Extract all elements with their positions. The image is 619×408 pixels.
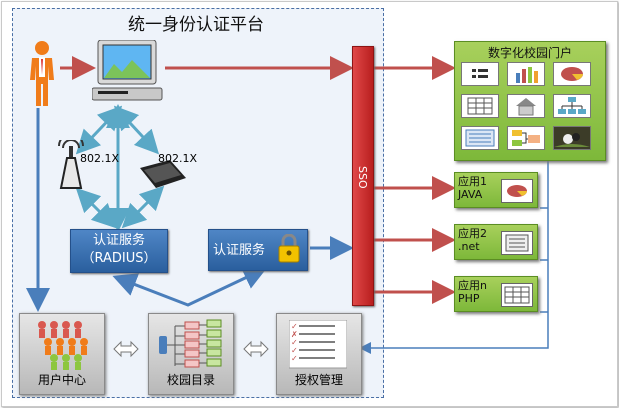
switch-8021x-label: 802.1X	[158, 152, 198, 165]
pc-to-switch-link	[113, 105, 160, 155]
auth-service-label: 认证服务	[213, 243, 266, 258]
computer-icon	[92, 40, 163, 101]
app-document-icon	[501, 231, 533, 255]
portal-tile-list-icon	[461, 62, 499, 86]
wireless-ap-icon	[58, 140, 84, 189]
user-center-box: 用户中心	[19, 313, 105, 395]
sso-bar	[352, 46, 374, 306]
portal-tile-photo-icon	[553, 126, 591, 150]
app-pie-chart-icon	[501, 179, 533, 203]
sso-label: SSO	[356, 165, 369, 189]
portal-title: 数字化校园门户	[487, 46, 572, 60]
svg-text:✓: ✓	[291, 338, 298, 347]
app-2-text: 应用2.net	[458, 227, 487, 253]
ap-to-radius-link	[75, 187, 117, 229]
portal-tile-house-icon	[507, 94, 545, 118]
app-table-icon	[501, 283, 533, 307]
svg-text:✓: ✓	[291, 354, 298, 363]
directory-tree-icon	[159, 319, 222, 368]
radius-label: （RADIUS）	[81, 251, 157, 266]
campus-directory-label: 校园目录	[166, 373, 215, 387]
checklist-icon: ✓✗✓✓✓	[289, 320, 347, 369]
sync-arrows-icon	[243, 340, 269, 358]
directory-to-auth-arrows	[112, 266, 268, 307]
portal-tile-form-icon	[461, 126, 499, 150]
campus-directory-box: 校园目录	[148, 313, 234, 395]
switch-to-radius-link	[121, 185, 165, 229]
ap-8021x-label: 802.1X	[80, 152, 120, 165]
portal-tile-flow-icon	[507, 126, 545, 150]
platform-title: 统一身份认证平台	[128, 15, 264, 35]
svg-text:✓: ✓	[291, 322, 298, 331]
network-switch-icon	[140, 160, 186, 188]
digital-campus-portal: 数字化校园门户	[454, 41, 606, 161]
portal-tile-pie-chart-icon	[553, 62, 591, 86]
portal-tile-org-chart-icon	[553, 94, 591, 118]
user-group-icon	[38, 321, 88, 370]
authorization-box: ✓✗✓✓✓ 授权管理	[276, 313, 362, 395]
svg-text:✓: ✓	[291, 346, 298, 355]
lock-icon	[278, 234, 300, 263]
svg-text:✗: ✗	[291, 330, 298, 339]
portal-tile-table-icon	[461, 94, 499, 118]
radius-auth-box: 认证服务 （RADIUS）	[70, 229, 168, 273]
authorization-label: 授权管理	[294, 373, 343, 387]
radius-auth-label: 认证服务	[92, 233, 145, 248]
user-center-label: 用户中心	[37, 373, 86, 387]
sync-arrows-icon	[113, 340, 139, 358]
portal-tile-bar-chart-icon	[507, 62, 545, 86]
portal-to-authorization-line	[359, 160, 549, 354]
app-2-box: 应用2.net	[454, 224, 538, 260]
user-person-icon	[30, 41, 54, 106]
